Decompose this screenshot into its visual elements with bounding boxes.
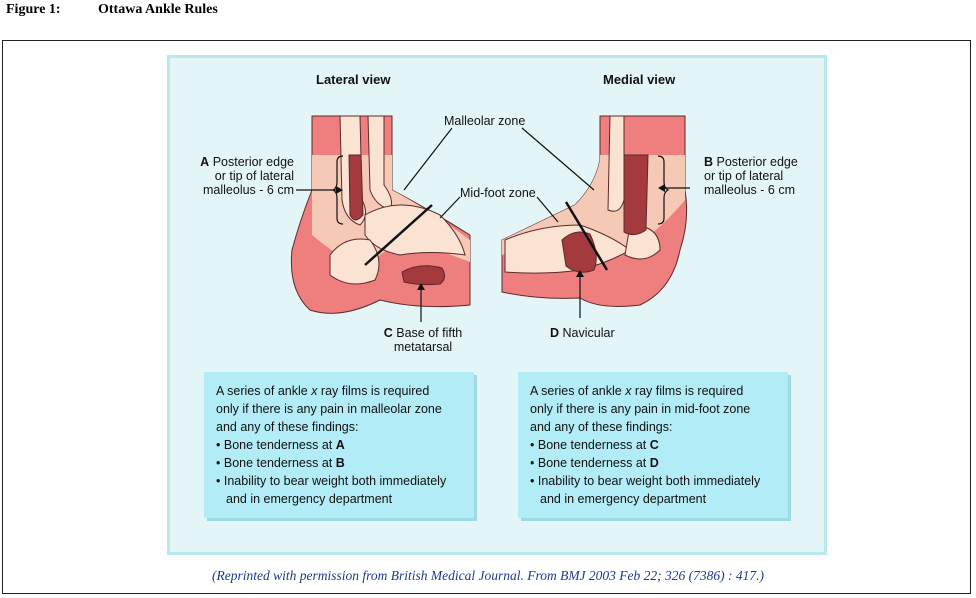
point-b-line1: Posterior edge xyxy=(716,155,798,169)
box-left-bullet2: Bone tenderness at B xyxy=(216,454,464,472)
point-b-label: B Posterior edge or tip of lateral malle… xyxy=(704,155,824,197)
point-b-line3: malleolus - 6 cm xyxy=(704,183,795,197)
point-c-line2: metatarsal xyxy=(393,340,453,354)
midfoot-zone-label: Mid-foot zone xyxy=(460,186,536,200)
box-right-bullet2: Bone tenderness at D xyxy=(530,454,778,472)
malleolar-criteria-box: A series of ankle x ray films is require… xyxy=(204,372,474,518)
point-c-label: C Base of fifth metatarsal xyxy=(368,326,478,354)
box-left-line1: A series of ankle x ray films is require… xyxy=(216,384,430,398)
reprint-credit: (Reprinted with permission from British … xyxy=(211,568,765,583)
point-c-letter: C xyxy=(383,326,393,340)
point-a-label: A Posterior edge or tip of lateral malle… xyxy=(180,155,294,197)
lateral-foot-drawing xyxy=(290,115,471,314)
point-d-letter: D xyxy=(550,326,560,340)
point-a-line3: malleolus - 6 cm xyxy=(203,183,294,197)
box-left-line3: and any of these findings: xyxy=(216,420,359,434)
point-d-label: D Navicular xyxy=(550,326,615,340)
lateral-view-title: Lateral view xyxy=(316,72,391,87)
malleolar-zone-label: Malleolar zone xyxy=(444,114,526,128)
medial-foot-drawing xyxy=(501,115,688,307)
midfoot-criteria-box: A series of ankle x ray films is require… xyxy=(518,372,788,518)
box-left-bullet3-cont: and in emergency department xyxy=(226,492,393,506)
box-left-bullet3: Inability to bear weight both immediatel… xyxy=(216,472,464,490)
box-right-line1: A series of ankle x ray films is require… xyxy=(530,384,744,398)
arrow-heads xyxy=(336,184,665,290)
box-right-bullet1: Bone tenderness at C xyxy=(530,436,778,454)
box-right-bullet3: Inability to bear weight both immediatel… xyxy=(530,472,778,490)
figure-caption: Figure 1: Ottawa Ankle Rules xyxy=(6,2,218,18)
box-right-bullet3-cont: and in emergency department xyxy=(540,492,707,506)
figure-title: Ottawa Ankle Rules xyxy=(98,2,218,17)
point-b-letter: B xyxy=(704,155,714,169)
figure-frame xyxy=(2,40,971,594)
point-c-line1: Base of fifth xyxy=(396,326,463,340)
box-right-line3: and any of these findings: xyxy=(530,420,673,434)
point-d-line1: Navicular xyxy=(562,326,615,340)
box-left-line2: only if there is any pain in malleolar z… xyxy=(216,402,442,416)
point-b-line2: or tip of lateral xyxy=(704,169,784,183)
figure-number: Figure 1: xyxy=(6,2,61,17)
box-left-bullet1: Bone tenderness at A xyxy=(216,436,464,454)
box-right-line2: only if there is any pain in mid-foot zo… xyxy=(530,402,751,416)
point-a-line1: Posterior edge xyxy=(212,155,294,169)
point-a-line2: or tip of lateral xyxy=(214,169,294,183)
point-a-letter: A xyxy=(200,155,210,169)
medial-view-title: Medial view xyxy=(603,72,676,87)
pointer-lines xyxy=(296,127,690,322)
